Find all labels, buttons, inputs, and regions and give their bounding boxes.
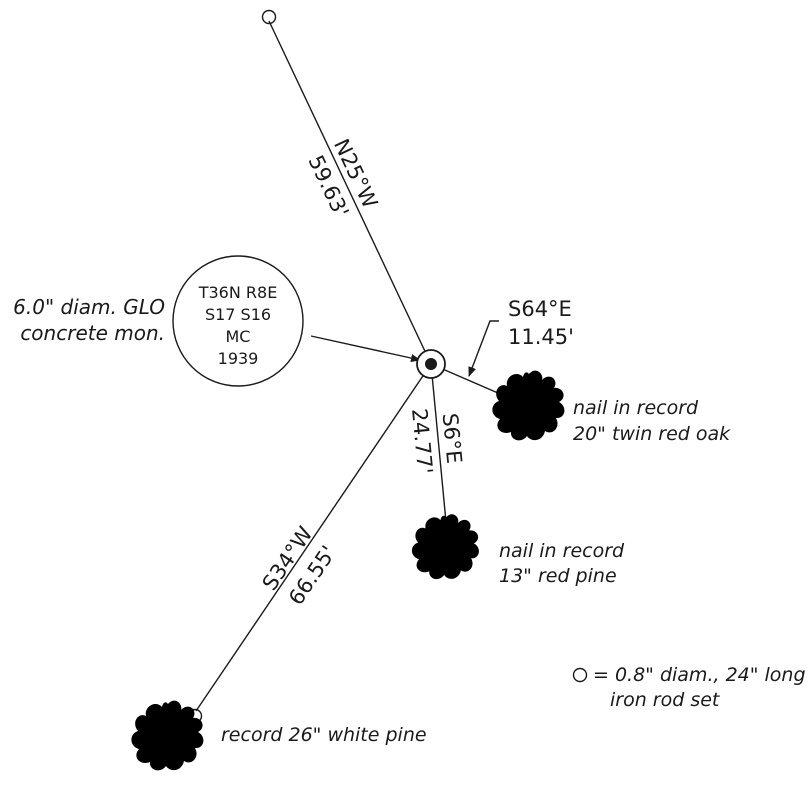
tie-line-south bbox=[430, 363, 447, 523]
legend-line-2: iron rod set bbox=[610, 689, 721, 711]
north-tie-label: N25°W 59.63' bbox=[304, 135, 383, 221]
tree-icon-red-pine bbox=[411, 514, 479, 580]
east-tie-bearing: S64°E bbox=[508, 297, 572, 321]
stamp-line-4: 1939 bbox=[218, 349, 259, 368]
tie-line-north bbox=[268, 20, 432, 365]
south-tie-label: S6°E 24.77' bbox=[407, 407, 467, 475]
monument-leader-arrow bbox=[310, 335, 421, 362]
red-pine-note-line-2: 13" red pine bbox=[499, 565, 617, 587]
red-pine-note-line-1: nail in record bbox=[499, 540, 625, 562]
legend: = 0.8" diam., 24" long iron rod set bbox=[572, 664, 806, 711]
stamp-line-3: MC bbox=[226, 327, 251, 346]
tree-icon-red-oak bbox=[492, 370, 565, 441]
iron-rod-north bbox=[261, 9, 277, 25]
tie-line-southwest bbox=[195, 363, 432, 712]
south-tie-distance: 24.77' bbox=[407, 407, 437, 475]
southwest-tie-label: S34°W 66.55' bbox=[258, 522, 341, 609]
red-oak-note-line-1: nail in record bbox=[573, 397, 699, 419]
monument-description-line-2: concrete mon. bbox=[20, 321, 165, 345]
red-oak-note: nail in record 20" twin red oak bbox=[573, 397, 731, 445]
east-tie-leader-arrow bbox=[468, 320, 499, 377]
red-pine-note: nail in record 13" red pine bbox=[499, 540, 625, 587]
monument-description: 6.0" diam. GLO concrete mon. bbox=[13, 295, 165, 345]
red-oak-note-line-2: 20" twin red oak bbox=[573, 423, 731, 445]
stamp-line-1: T36N R8E bbox=[198, 283, 278, 302]
south-tie-bearing: S6°E bbox=[438, 412, 467, 465]
monument-callout-circle bbox=[172, 255, 304, 387]
stamp-line-2: S17 S16 bbox=[205, 305, 271, 324]
monument-description-line-1: 6.0" diam. GLO bbox=[13, 295, 165, 319]
tree-icon-white-pine bbox=[131, 700, 204, 771]
east-tie-distance: 11.45' bbox=[508, 325, 574, 349]
legend-iron-rod-symbol bbox=[572, 667, 588, 683]
monument-symbol bbox=[416, 349, 446, 379]
white-pine-note-line-1: record 26" white pine bbox=[221, 724, 427, 746]
legend-line-1: = 0.8" diam., 24" long bbox=[593, 664, 806, 686]
white-pine-note: record 26" white pine bbox=[221, 724, 427, 746]
east-tie-label: S64°E 11.45' bbox=[508, 297, 574, 349]
monument-stamp: T36N R8E S17 S16 MC 1939 bbox=[198, 283, 278, 368]
